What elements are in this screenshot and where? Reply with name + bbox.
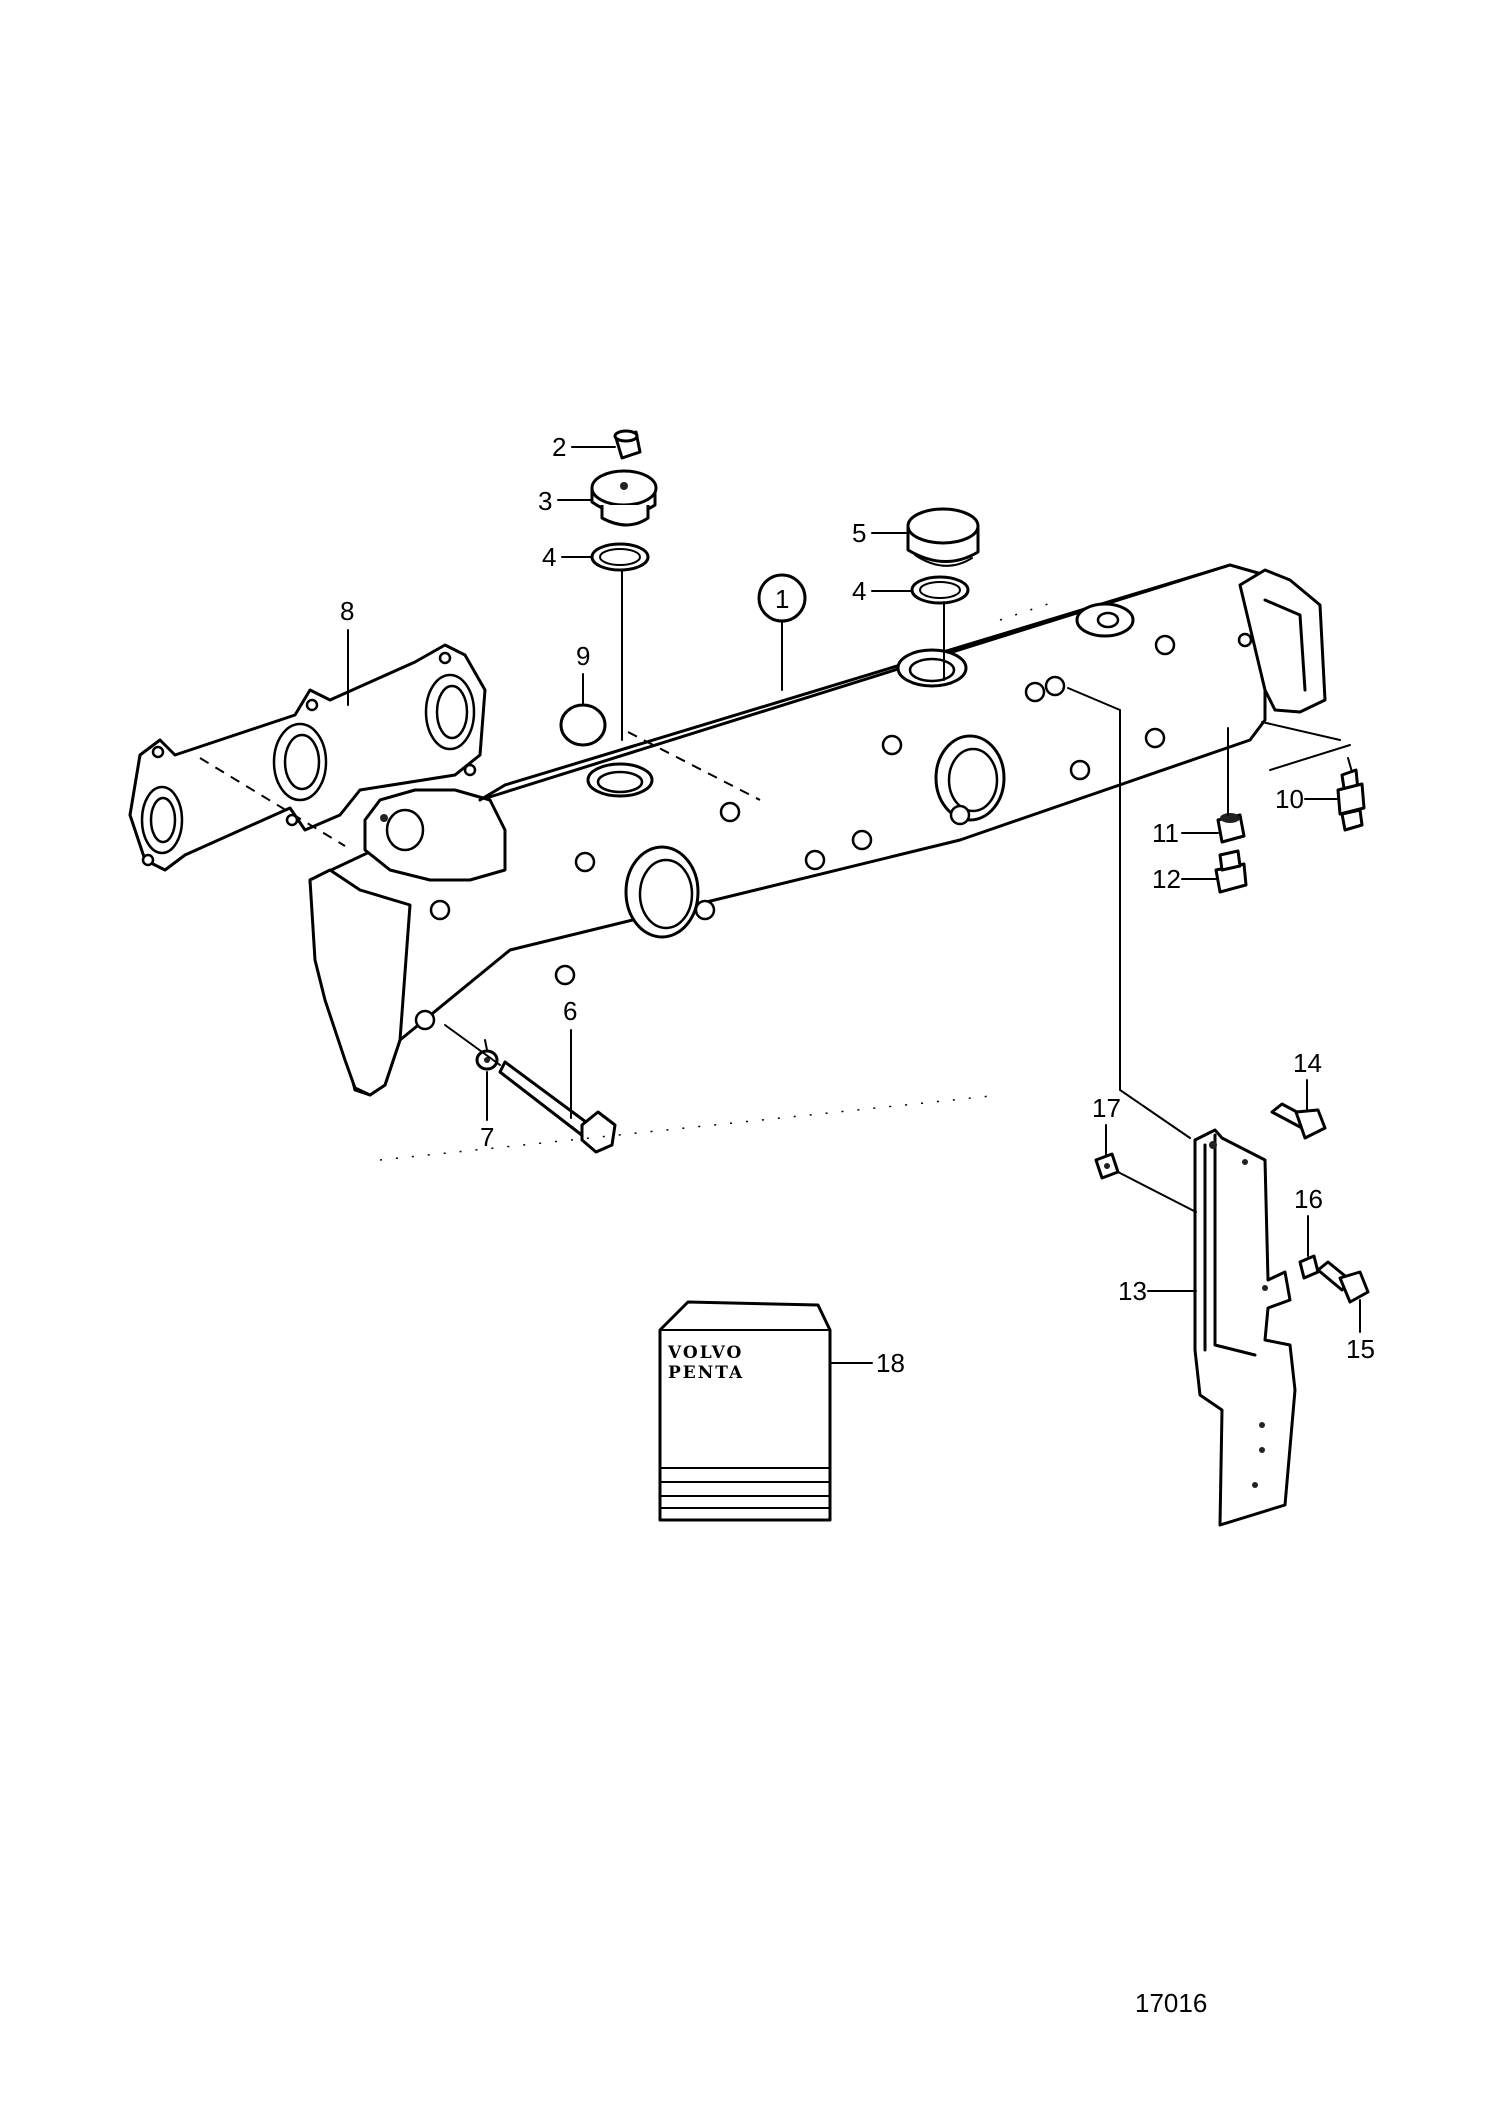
manifold-bolt-holes (414, 632, 1253, 1031)
plug-part-12 (1214, 849, 1248, 894)
callout-3: 3 (538, 486, 552, 516)
callout-9: 9 (576, 641, 590, 671)
nut-part-11 (1216, 813, 1246, 844)
callout-10: 10 (1275, 784, 1304, 814)
manual-brand-line-1: VOLVO (667, 1343, 743, 1363)
callout-4-right: 4 (852, 576, 866, 606)
bolt-part-15 (1316, 1260, 1370, 1304)
callout-7: 7 (480, 1122, 494, 1152)
sealing-ring-part-4-right (910, 575, 970, 605)
bracket-part-13 (1193, 1128, 1297, 1527)
figure-number: 17016 (1135, 1988, 1207, 2018)
sensor-part-10 (1336, 757, 1366, 832)
nut-part-16 (1298, 1254, 1320, 1280)
callout-12: 12 (1152, 864, 1181, 894)
manifold-body-part-1 (308, 563, 1327, 1097)
screw-part-2 (613, 429, 642, 460)
callout-14: 14 (1293, 1048, 1322, 1078)
callout-18: 18 (876, 1348, 905, 1378)
callout-6: 6 (563, 996, 577, 1026)
washer-part-7 (475, 1049, 499, 1071)
callouts: 1 2 3 4 5 4 8 9 10 11 12 6 7 (340, 432, 1375, 1378)
bolt-part-6 (498, 1060, 617, 1154)
callout-5: 5 (852, 518, 866, 548)
callout-2: 2 (552, 432, 566, 462)
callout-11: 11 (1152, 818, 1179, 848)
manual-part-18: VOLVO PENTA (658, 1300, 832, 1522)
bolt-part-14 (1270, 1102, 1327, 1140)
plug-part-5 (906, 507, 980, 567)
cap-part-3 (590, 469, 658, 527)
o-ring-part-9 (559, 703, 607, 747)
sealing-ring-part-4-left (590, 542, 650, 572)
gasket-part-8 (128, 643, 487, 872)
callout-15: 15 (1346, 1334, 1375, 1364)
callout-16: 16 (1294, 1184, 1323, 1214)
callout-8: 8 (340, 596, 354, 626)
nut-part-17 (1094, 1152, 1120, 1180)
assembly-lines (199, 569, 1351, 1161)
callout-13: 13 (1118, 1276, 1147, 1306)
callout-1: 1 (775, 584, 789, 614)
manual-brand-line-2: PENTA (668, 1363, 744, 1383)
callout-4-left: 4 (542, 542, 556, 572)
callout-17: 17 (1092, 1093, 1121, 1123)
